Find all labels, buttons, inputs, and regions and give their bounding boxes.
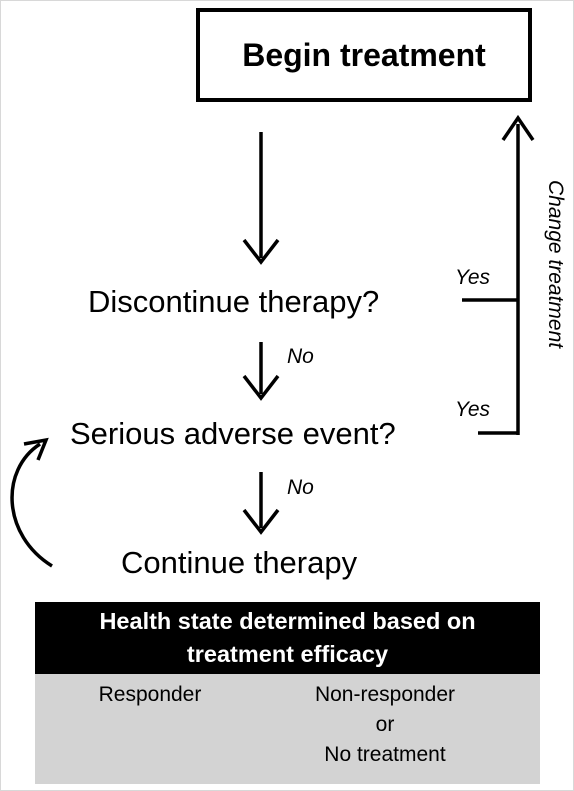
no-label-1: No	[287, 345, 314, 368]
health-state-header-line2: treatment efficacy	[186, 641, 389, 667]
discontinue-therapy-node: Discontinue therapy?	[88, 284, 380, 319]
change-treatment-label: Change treatment	[544, 180, 567, 349]
loop-arrow	[10, 437, 53, 568]
responder-label: Responder	[98, 683, 202, 706]
health-state-header: Health state determined based on treatme…	[35, 602, 540, 674]
arrow-discontinue-to-adverse	[242, 342, 280, 401]
yes-label-1: Yes	[455, 266, 491, 289]
begin-treatment-box: Begin treatment	[196, 8, 532, 102]
serious-adverse-event-node: Serious adverse event?	[70, 416, 396, 451]
or-label: or	[375, 713, 395, 736]
nonresponder-label: Non-responder	[314, 683, 456, 706]
yes-label-2: Yes	[455, 398, 491, 421]
health-state-header-line1: Health state determined based on	[99, 608, 476, 634]
change-treatment-arrow	[501, 114, 535, 435]
nonresponder-column: Non-responder or No treatment	[275, 680, 495, 770]
health-state-body: Responder Non-responder or No treatment	[35, 674, 540, 784]
arrow-adverse-to-continue	[242, 472, 280, 535]
continue-therapy-node: Continue therapy	[121, 545, 358, 580]
arrow-begin-to-discontinue	[242, 132, 280, 265]
begin-treatment-label: Begin treatment	[242, 36, 486, 73]
no-treatment-label: No treatment	[324, 743, 446, 766]
no-label-2: No	[287, 476, 314, 499]
